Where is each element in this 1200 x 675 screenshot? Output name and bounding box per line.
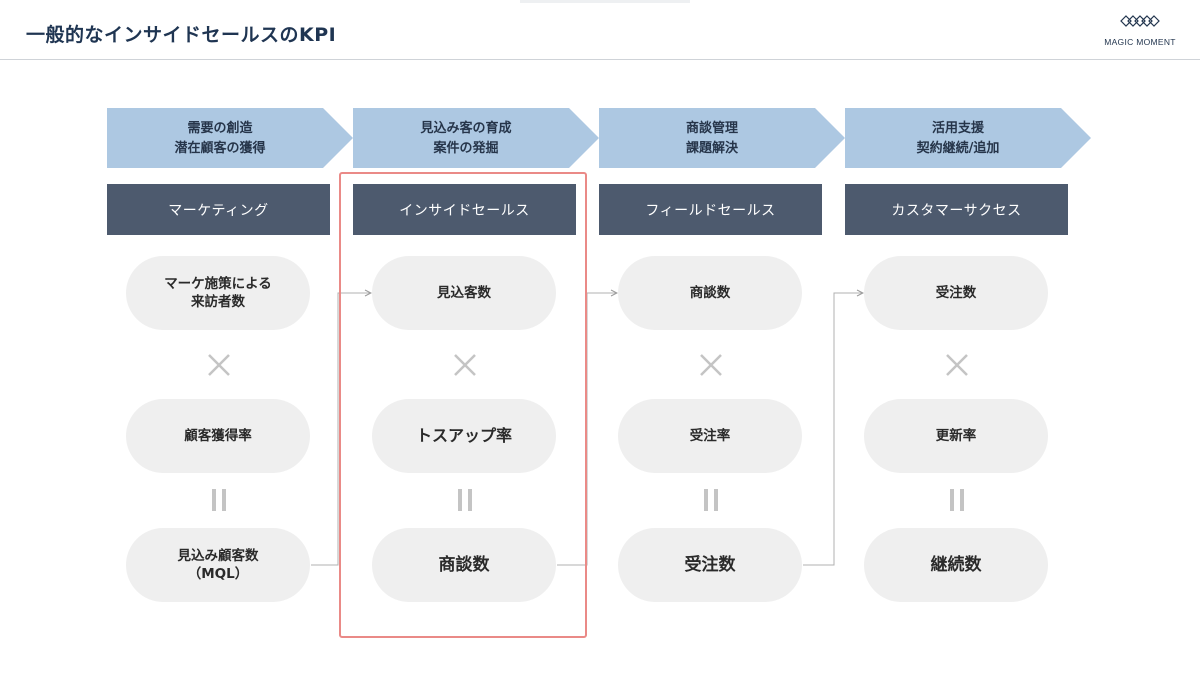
kpi-visitors: マーケ施策による 来訪者数 [126, 256, 310, 330]
connector-deals-to-deals [557, 293, 617, 566]
kpi-orders-in: 受注数 [864, 256, 1048, 330]
stage-line-1: 商談管理 [685, 121, 738, 136]
kpi-line: トスアップ率 [415, 426, 512, 445]
multiply-icon [208, 354, 230, 376]
stage-arrow-nurture: 見込み客の育成 案件の発掘 [353, 108, 599, 168]
stage-line-2: 案件の発掘 [433, 141, 499, 156]
stage-arrow-deal: 商談管理 課題解決 [599, 108, 845, 168]
stage-line-2: 課題解決 [685, 141, 738, 156]
kpi-mql: 見込み顧客数 （MQL） [126, 528, 310, 602]
magic-moment-logo-icon [1120, 15, 1160, 27]
kpi-win-rate: 受注率 [618, 399, 802, 473]
stage-arrow-demand: 需要の創造 潜在顧客の獲得 [107, 108, 353, 168]
kpi-line: 受注数 [935, 285, 977, 301]
stage-line-1: 見込み客の育成 [420, 121, 512, 136]
kpi-line: 受注数 [684, 555, 736, 575]
multiply-icon [454, 354, 476, 376]
kpi-line: 更新率 [935, 428, 977, 444]
kpi-line: 継続数 [930, 555, 982, 575]
kpi-line: 見込客数 [437, 285, 491, 301]
role-header-field-sales: フィールドセールス [599, 184, 822, 235]
kpi-deals-in: 商談数 [618, 256, 802, 330]
role-header-inside-sales: インサイドセールス [353, 184, 576, 235]
equals-icon [702, 489, 720, 511]
kpi-line: （MQL） [187, 566, 249, 582]
stage-line-1: 需要の創造 [187, 121, 253, 136]
kpi-prospects: 見込客数 [372, 256, 556, 330]
role-header-customer-success: カスタマーサクセス [845, 184, 1068, 235]
header-divider [0, 59, 1200, 60]
multiply-icon [946, 354, 968, 376]
kpi-orders: 受注数 [618, 528, 802, 602]
logo-text: MAGIC MOMENT [1104, 37, 1176, 47]
top-edge-decoration [520, 0, 690, 3]
role-header-marketing: マーケティング [107, 184, 330, 235]
connector-orders-to-orders [803, 293, 863, 566]
stage-line-1: 活用支援 [931, 121, 984, 136]
stage-line-2: 潜在顧客の獲得 [174, 141, 266, 156]
kpi-retained: 継続数 [864, 528, 1048, 602]
kpi-renewal-rate: 更新率 [864, 399, 1048, 473]
kpi-line: 商談数 [438, 555, 490, 575]
kpi-line: 商談数 [689, 285, 731, 301]
kpi-line: 受注率 [689, 428, 731, 444]
connector-mql-to-prospects [311, 293, 371, 566]
page-title: 一般的なインサイドセールスのKPI [26, 24, 337, 46]
brand-logo: MAGIC MOMENT [1092, 14, 1188, 50]
kpi-acquisition-rate: 顧客獲得率 [126, 399, 310, 473]
equals-icon [210, 489, 228, 511]
equals-icon [948, 489, 966, 511]
kpi-line: 見込み顧客数 [177, 548, 259, 564]
stage-arrow-success: 活用支援 契約継続/追加 [845, 108, 1091, 168]
kpi-line: 来訪者数 [191, 294, 245, 310]
kpi-line: マーケ施策による [164, 276, 272, 292]
inside-sales-highlight-frame [339, 172, 587, 638]
kpi-line: 顧客獲得率 [184, 428, 252, 444]
equals-icon [456, 489, 474, 511]
multiply-icon [700, 354, 722, 376]
kpi-tossup-rate: トスアップ率 [372, 399, 556, 473]
kpi-deals: 商談数 [372, 528, 556, 602]
stage-line-2: 契約継続/追加 [916, 141, 1000, 156]
